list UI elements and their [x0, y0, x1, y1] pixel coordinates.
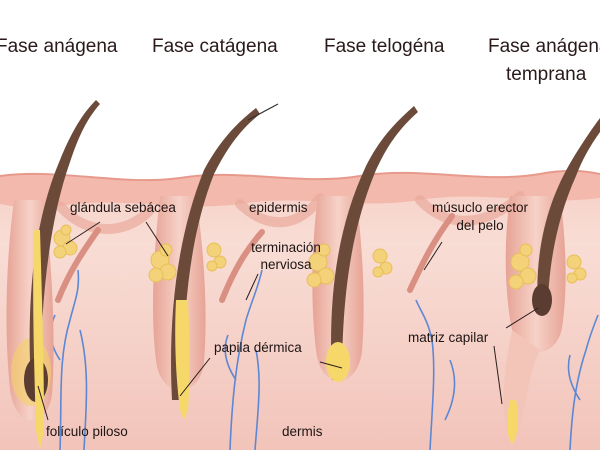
sebaceous-gland-4: [508, 243, 587, 290]
new-hair-bulb: [507, 400, 519, 444]
label-nerve-ending-line1: terminación: [251, 240, 321, 255]
label-dermal-papilla: papila dérmica: [214, 340, 302, 355]
nerve-endings: [50, 269, 599, 450]
sebaceous-gland-1: [53, 224, 78, 259]
label-hair-matrix: matriz capilar: [408, 330, 489, 345]
label-epidermis: epidermis: [249, 200, 308, 215]
label-hair-follicle: folículo piloso: [46, 424, 128, 439]
phase-title-early-anagen: Fase anágena: [488, 36, 600, 57]
label-erector-muscle-line2: del pelo: [456, 218, 504, 233]
label-erector-muscle-line1: músuclo erector: [431, 200, 529, 215]
sebaceous-gland-2: [148, 242, 227, 283]
label-nerve-ending-line2: nerviosa: [260, 257, 312, 272]
epidermis-layer: [0, 170, 600, 208]
label-leader-lines: [37, 221, 539, 421]
phase-title-early-anagen-line2: temprana: [506, 64, 587, 85]
phase-title-catagen: Fase catágena: [152, 36, 278, 57]
erector-muscle-3: [407, 213, 455, 293]
label-sebaceous-gland: glándula sebácea: [70, 200, 176, 215]
dermis-layer: [0, 174, 600, 450]
erector-muscle-2: [219, 229, 265, 303]
phase-title-telogen: Fase telogéna: [324, 36, 445, 57]
phase-title-anagen: Fase anágena: [0, 36, 118, 57]
erector-muscle-1: [55, 227, 101, 303]
label-dermis: dermis: [282, 424, 323, 439]
sebaceous-gland-3: [306, 243, 393, 288]
